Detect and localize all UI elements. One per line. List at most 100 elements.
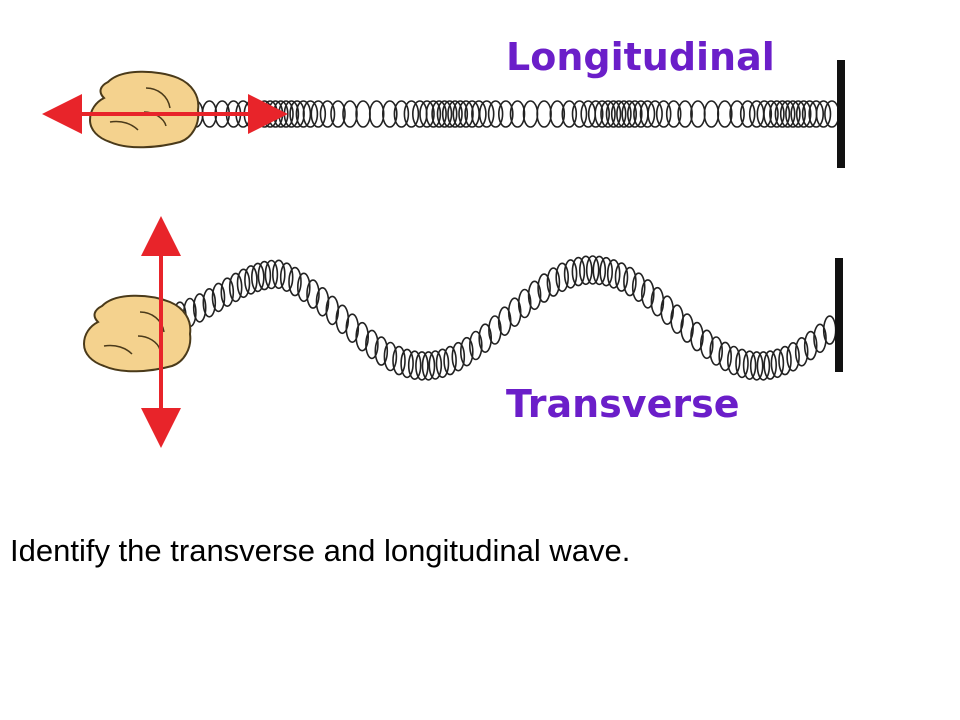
spring-loop (769, 100, 785, 128)
spring-loop (703, 100, 720, 128)
spring-loop (400, 348, 414, 379)
spring-loop (813, 323, 827, 354)
spring-loop (355, 100, 371, 128)
spring-loop (785, 100, 801, 128)
spring-loop (790, 100, 807, 128)
spring-loop (824, 100, 840, 128)
spring-loop (381, 100, 398, 128)
spring-loop (302, 100, 319, 128)
spring-loop (795, 100, 812, 128)
spring-loop (244, 265, 258, 295)
spring-loop (626, 100, 643, 128)
spring-loop (690, 321, 704, 352)
spring-loop (236, 268, 251, 299)
transverse-label: Transverse (506, 382, 740, 426)
spring-loop (763, 350, 778, 380)
spring-loop (374, 336, 389, 366)
spring-loop (345, 313, 360, 344)
spring-loop (578, 255, 593, 286)
instruction-text: Identify the transverse and longitudinal… (10, 533, 631, 568)
spring-loop (555, 262, 570, 293)
spring-loop (756, 100, 773, 128)
spring-loop (778, 345, 792, 376)
spring-loop (606, 259, 621, 289)
spring-loop (614, 262, 629, 292)
spring-loop (779, 100, 796, 128)
spring-loop (306, 279, 320, 309)
spring-loop (763, 100, 779, 128)
spring-loop (774, 100, 791, 128)
spring-loop (718, 341, 733, 372)
spring-loop (739, 100, 756, 128)
spring-loop (716, 100, 733, 128)
spring-loop (342, 100, 358, 128)
spring-loop (650, 286, 665, 317)
spring-loop (228, 272, 243, 303)
spring-loop (815, 100, 832, 128)
spring-loop (517, 288, 532, 319)
spring-loop (478, 323, 493, 354)
spring-loop (295, 100, 312, 128)
spring-loop (571, 256, 586, 287)
spring-loop (392, 345, 406, 376)
spring-loop (735, 348, 749, 379)
spring-loop (458, 100, 474, 128)
spring-loop (640, 279, 655, 309)
spring-loop (742, 350, 757, 381)
transverse-wave (82, 216, 843, 448)
spring-loop (599, 256, 614, 287)
spring-loop (447, 100, 463, 128)
spring-loop (561, 100, 578, 128)
spring-loop (279, 262, 294, 293)
spring-loop (605, 100, 622, 128)
spring-loop (271, 259, 286, 290)
spring-loop (488, 315, 502, 345)
spring-loop (536, 100, 552, 128)
spring-loop (497, 100, 514, 128)
spring-loop (441, 100, 458, 128)
spring-loop (478, 100, 495, 128)
transverse-spring-coil (153, 255, 837, 381)
spring-loop (425, 100, 442, 128)
spring-loop (729, 100, 745, 128)
spring-loop (587, 100, 604, 128)
spring-loop (368, 100, 385, 128)
spring-loop (264, 259, 279, 290)
spring-loop (487, 100, 504, 128)
spring-loop (677, 100, 693, 128)
longitudinal-label: Longitudinal (506, 35, 775, 79)
spring-loop (403, 100, 420, 128)
spring-loop (749, 351, 764, 381)
spring-loop (709, 336, 724, 366)
spring-loop (621, 100, 638, 128)
spring-loop (592, 255, 607, 286)
spring-loop (770, 348, 785, 379)
spring-loop (365, 329, 379, 360)
spring-loop (610, 100, 627, 128)
spring-loop (665, 100, 682, 128)
spring-loop (419, 100, 435, 128)
spring-loop (509, 100, 526, 128)
spring-loop (250, 262, 265, 293)
spring-loop (680, 313, 694, 343)
spring-loop (319, 100, 336, 128)
spring-loop (786, 341, 800, 372)
spring-loop (546, 267, 561, 297)
transverse-hand-icon (82, 294, 192, 373)
spring-loop (585, 255, 600, 285)
spring-loop (415, 351, 429, 381)
spring-loop (192, 293, 207, 323)
spring-loop (220, 277, 235, 308)
spring-loop (690, 100, 706, 128)
spring-loop (639, 100, 656, 128)
spring-loop (431, 100, 447, 128)
spring-loop (451, 341, 466, 372)
spring-loop (296, 272, 311, 303)
spring-loop (310, 100, 327, 128)
spring-loop (315, 286, 330, 317)
spring-loop (355, 321, 370, 352)
spring-loop (537, 273, 551, 303)
spring-loop (631, 272, 646, 303)
